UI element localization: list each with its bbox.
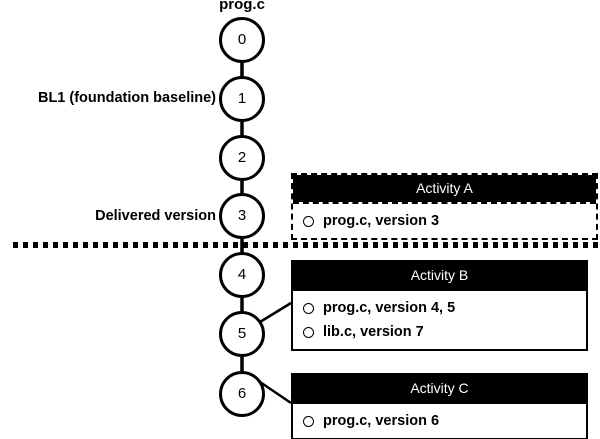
- activity-b-title: Activity B: [293, 262, 586, 289]
- bullet-circle-icon: [303, 302, 314, 314]
- list-item: prog.c, version 3: [293, 209, 596, 233]
- node-circle-6: [219, 371, 265, 417]
- list-item: prog.c, version 6: [293, 409, 586, 433]
- activity-b-item-1: lib.c, version 7: [323, 324, 424, 340]
- node-circles: [219, 17, 265, 417]
- bullet-circle-icon: [303, 326, 314, 338]
- delivered-version-annotation: Delivered version: [95, 208, 216, 224]
- bullet-circle-icon: [303, 415, 314, 427]
- connector-node5-activity-b: [259, 301, 292, 324]
- activity-box-a: Activity A prog.c, version 3: [291, 173, 598, 240]
- delivery-dotted-line: [13, 242, 600, 248]
- baseline-annotation: BL1 (foundation baseline): [37, 90, 216, 106]
- activity-c-item-0: prog.c, version 6: [323, 413, 440, 429]
- activity-box-c: Activity C prog.c, version 6: [291, 373, 588, 439]
- node-circle-0: [219, 17, 265, 63]
- activity-connectors: [259, 301, 292, 405]
- activity-a-title: Activity A: [293, 175, 596, 202]
- node-circle-4: [219, 252, 265, 298]
- activity-a-items: prog.c, version 3: [293, 202, 596, 238]
- connector-node6-activity-c: [259, 380, 292, 405]
- activity-c-title: Activity C: [293, 375, 586, 402]
- file-title: prog.c: [219, 0, 265, 13]
- activity-box-b: Activity B prog.c, version 4, 5 lib.c, v…: [291, 260, 588, 351]
- bullet-circle-icon: [303, 215, 314, 227]
- node-circle-1: [219, 76, 265, 122]
- activity-b-item-0: prog.c, version 4, 5: [323, 300, 456, 316]
- list-item: lib.c, version 7: [293, 320, 586, 344]
- node-circle-2: [219, 135, 265, 181]
- activity-a-item-0: prog.c, version 3: [323, 213, 440, 229]
- node-circle-3: [219, 193, 265, 239]
- activity-c-items: prog.c, version 6: [293, 402, 586, 438]
- activity-b-items: prog.c, version 4, 5 lib.c, version 7: [293, 289, 586, 349]
- list-item: prog.c, version 4, 5: [293, 296, 586, 320]
- node-circle-5: [219, 311, 265, 357]
